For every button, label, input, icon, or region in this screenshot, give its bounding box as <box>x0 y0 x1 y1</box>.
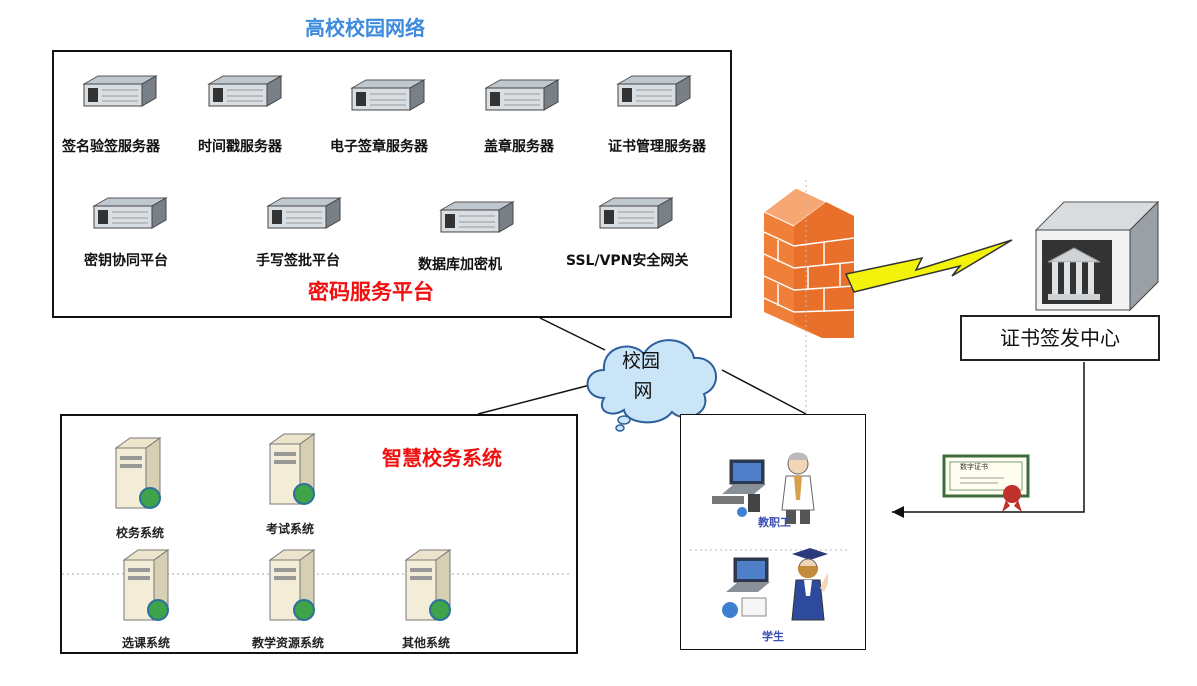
system-label: 校务系统 <box>116 526 165 540</box>
staff-label: 教职工 <box>758 516 791 529</box>
server-icon <box>437 200 517 240</box>
pc-server-icon <box>108 436 172 516</box>
pc-server-icon <box>398 548 462 628</box>
server-icon <box>348 78 428 118</box>
pc-server-icon <box>262 432 326 512</box>
server-label: 时间戳服务器 <box>198 139 282 155</box>
server-label: 证书管理服务器 <box>608 139 706 155</box>
cloud-icon <box>586 339 717 432</box>
line-cloud-to-users <box>721 369 807 415</box>
pc-server-icon <box>262 548 326 628</box>
smart-system-title: 智慧校务系统 <box>382 446 502 470</box>
server-label: SSL/VPN安全网关 <box>566 253 689 269</box>
system-label: 选课系统 <box>122 636 171 650</box>
cloud-label-line1: 校园 <box>621 350 660 372</box>
student-icon <box>722 548 828 621</box>
student-label: 学生 <box>762 630 784 643</box>
firewall-icon <box>763 187 855 338</box>
staff-icon <box>712 452 815 524</box>
cert-center-label: 证书签发中心 <box>960 315 1160 361</box>
line-center-to-users <box>892 362 1085 513</box>
server-icon <box>614 74 694 114</box>
server-icon <box>90 196 170 236</box>
certificate-label: 数字证书 <box>960 463 988 471</box>
server-label: 数据库加密机 <box>418 257 502 273</box>
users-panel <box>680 414 866 650</box>
server-label: 签名验签服务器 <box>62 139 160 155</box>
pc-server-icon <box>116 548 180 628</box>
certificate-icon <box>942 454 1030 512</box>
dotted-separator <box>690 549 850 551</box>
crypto-platform-title: 密码服务平台 <box>308 280 434 304</box>
cloud-label-line2: 网 <box>633 380 653 402</box>
server-label: 手写签批平台 <box>256 253 340 269</box>
server-icon <box>205 74 285 114</box>
dotted-line <box>805 180 807 420</box>
server-icon <box>80 74 160 114</box>
system-label: 其他系统 <box>402 636 451 650</box>
system-label: 教学资源系统 <box>252 636 325 650</box>
line-platform-to-cloud <box>539 317 606 351</box>
arrow-head <box>892 506 904 518</box>
server-icon <box>482 78 562 118</box>
cert-center-building-icon <box>1034 200 1160 312</box>
system-label: 考试系统 <box>266 522 315 536</box>
lightning-icon <box>844 239 1013 293</box>
server-label: 密钥协同平台 <box>84 253 168 269</box>
campus-network-title: 高校校园网络 <box>305 16 425 40</box>
server-label: 电子签章服务器 <box>330 139 428 155</box>
server-icon <box>264 196 344 236</box>
server-icon <box>596 196 676 236</box>
server-label: 盖章服务器 <box>484 139 554 155</box>
line-system-to-cloud <box>477 384 591 415</box>
